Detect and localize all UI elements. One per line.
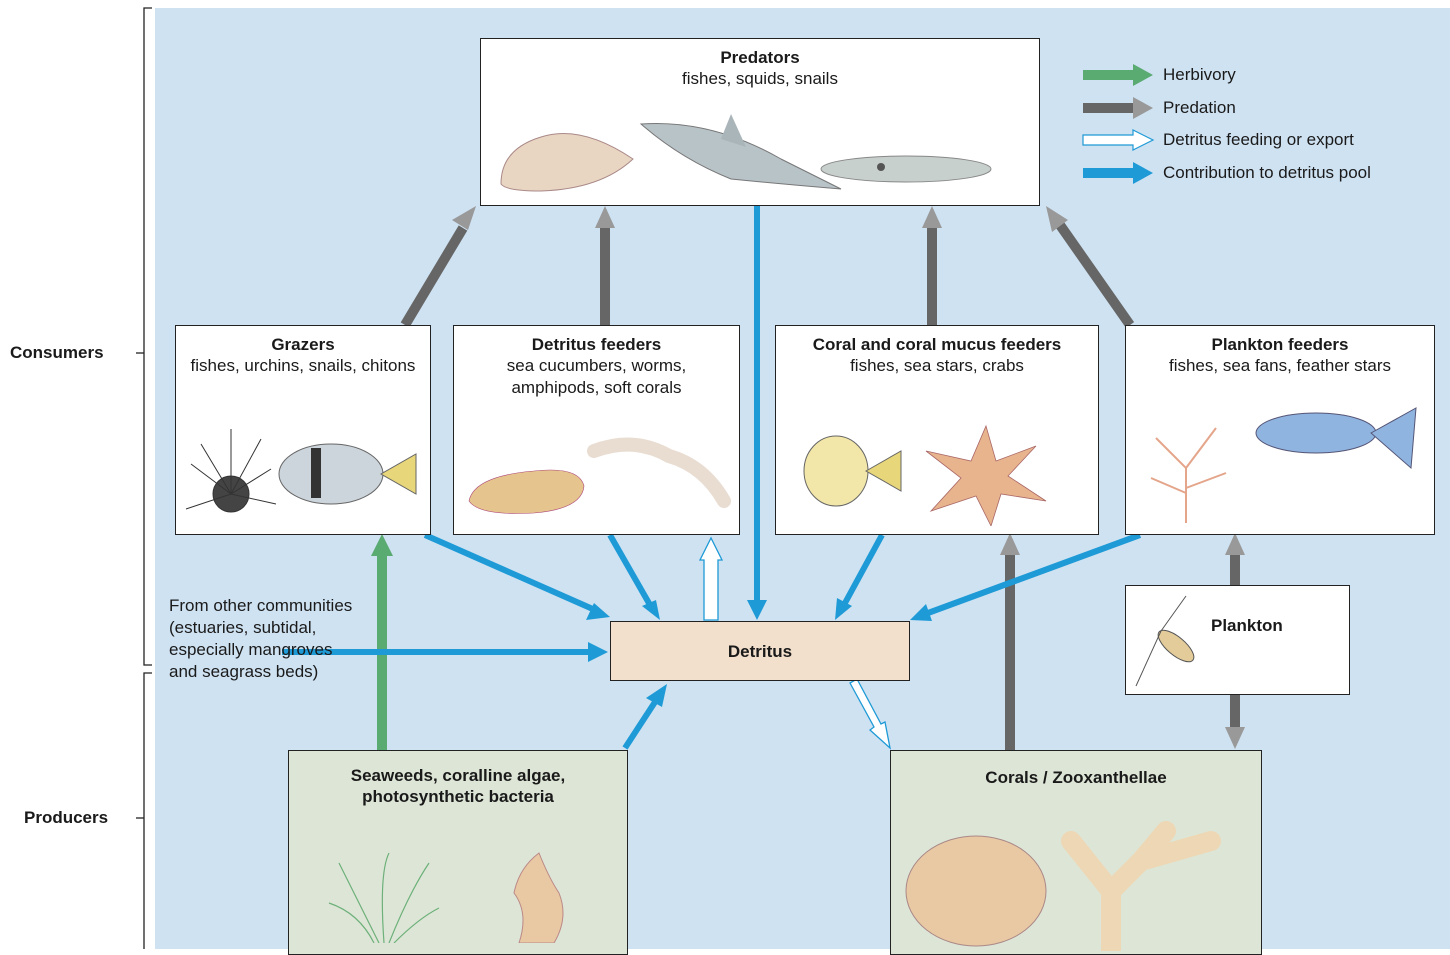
detritus-feeders-box: Detritus feeders sea cucumbers, worms, a… [453, 325, 740, 535]
corals-box: Corals / Zooxanthellae [890, 750, 1262, 955]
surgeonfish-icon [279, 444, 416, 504]
seaweeds-title: Seaweeds, coralline algae, photosyntheti… [289, 765, 627, 807]
brain-coral-icon [906, 836, 1046, 946]
blue-fish-icon [1256, 408, 1416, 468]
producers-bracket [144, 673, 152, 949]
corals-title: Corals / Zooxanthellae [891, 767, 1261, 788]
seaweeds-box: Seaweeds, coralline algae, photosyntheti… [288, 750, 628, 955]
sea-urchin-icon [186, 429, 276, 512]
branching-coral-icon [1071, 831, 1211, 951]
coralline-algae-icon [514, 853, 563, 943]
predators-title: Predators [481, 47, 1039, 68]
sea-cucumber-icon [469, 470, 584, 514]
consumers-label: Consumers [10, 343, 104, 363]
shark-icon [641, 114, 841, 189]
plankton-feeders-title: Plankton feeders [1126, 334, 1434, 355]
detritus-title: Detritus [728, 642, 792, 661]
plankton-title: Plankton [1211, 616, 1283, 636]
grazers-box: Grazers fishes, urchins, snails, chitons [175, 325, 431, 535]
legend-arrows [1083, 64, 1153, 184]
detritus-box: Detritus [610, 621, 910, 681]
squid-icon [821, 156, 991, 182]
grazers-subtitle: fishes, urchins, snails, chitons [176, 355, 430, 377]
sea-star-icon [926, 426, 1046, 526]
worm-icon [594, 445, 724, 501]
coral-feeders-box: Coral and coral mucus feeders fishes, se… [775, 325, 1099, 535]
producers-label: Producers [24, 808, 108, 828]
other-communities-text: From other communities (estuaries, subti… [169, 595, 359, 683]
coral-feeders-subtitle: fishes, sea stars, crabs [776, 355, 1098, 377]
consumers-bracket [144, 8, 152, 665]
seagrass-icon [329, 853, 439, 943]
plankton-feeders-subtitle: fishes, sea fans, feather stars [1126, 355, 1434, 377]
butterflyfish-icon [804, 436, 901, 506]
detritus-feeders-title: Detritus feeders [454, 334, 739, 355]
copepod-icon [1136, 596, 1199, 686]
coral-feeders-title: Coral and coral mucus feeders [776, 334, 1098, 355]
snail-icon [501, 133, 633, 191]
plankton-feeders-box: Plankton feeders fishes, sea fans, feath… [1125, 325, 1435, 535]
detritus-feeders-subtitle: sea cucumbers, worms, amphipods, soft co… [454, 355, 739, 399]
grazers-title: Grazers [176, 334, 430, 355]
plankton-box: Plankton [1125, 585, 1350, 695]
predators-box: Predators fishes, squids, snails [480, 38, 1040, 206]
sea-fan-icon [1151, 428, 1226, 523]
